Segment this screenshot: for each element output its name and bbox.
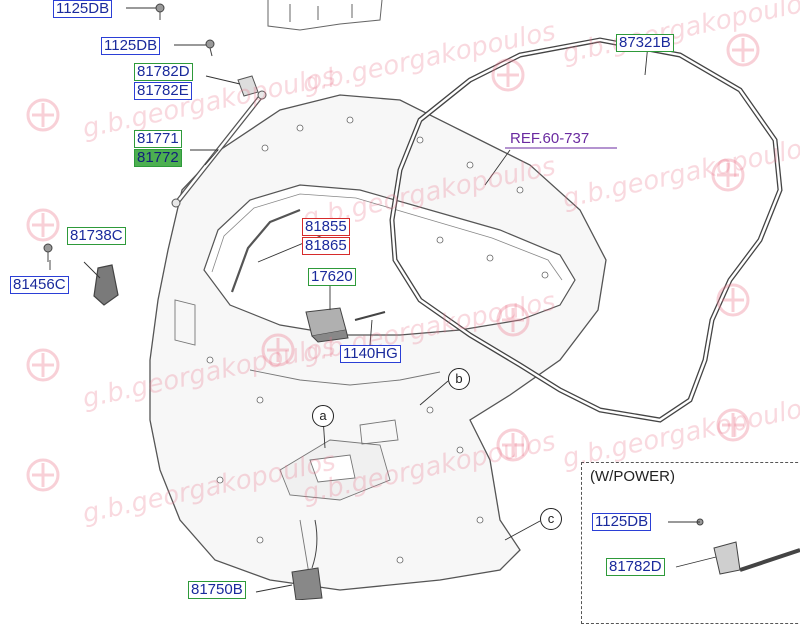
power-variant-title: (W/POWER) xyxy=(590,468,675,485)
part-label-1140hg[interactable]: 1140HG xyxy=(340,345,401,363)
part-label-81772[interactable]: 81772 xyxy=(134,149,182,167)
part-label-81456c[interactable]: 81456C xyxy=(10,276,69,294)
tailgate-panel xyxy=(149,94,607,591)
leader-lines xyxy=(49,7,717,593)
part-label-81782d-power[interactable]: 81782D xyxy=(606,558,665,576)
power-strut xyxy=(696,518,800,575)
part-label-87321b[interactable]: 87321B xyxy=(616,34,674,52)
part-label-1125db-power[interactable]: 1125DB xyxy=(592,513,652,531)
tailgate-exploded-diagram xyxy=(43,0,800,600)
part-label-81750b[interactable]: 81750B xyxy=(188,581,246,599)
callout-a: a xyxy=(312,405,334,427)
part-label-17620[interactable]: 17620 xyxy=(308,268,356,286)
part-label-1125db[interactable]: 1125DB xyxy=(101,37,161,55)
part-label-81865[interactable]: 81865 xyxy=(302,237,350,255)
callout-b: b xyxy=(448,368,470,390)
callout-c: c xyxy=(540,508,562,530)
part-label-81782d[interactable]: 81782D xyxy=(134,63,193,81)
bolts xyxy=(43,3,215,262)
part-label-81782e[interactable]: 81782E xyxy=(134,82,192,100)
handle-part xyxy=(291,519,323,600)
part-label-81771[interactable]: 81771 xyxy=(134,130,182,148)
garnish-strip xyxy=(230,208,301,293)
part-label-81738c[interactable]: 81738C xyxy=(67,227,126,245)
part-label-1125db[interactable]: 1125DB xyxy=(53,0,113,18)
panel-details xyxy=(174,299,441,581)
bumper-stop xyxy=(93,264,119,306)
mount-holes xyxy=(206,116,549,564)
reference-underline xyxy=(505,147,617,149)
reference-label[interactable]: REF.60-737 xyxy=(510,130,590,147)
part-label-81855[interactable]: 81855 xyxy=(302,218,350,236)
upper-panel-fragment xyxy=(267,0,383,31)
strut-bracket xyxy=(237,75,259,97)
latch-actuator xyxy=(305,307,386,343)
